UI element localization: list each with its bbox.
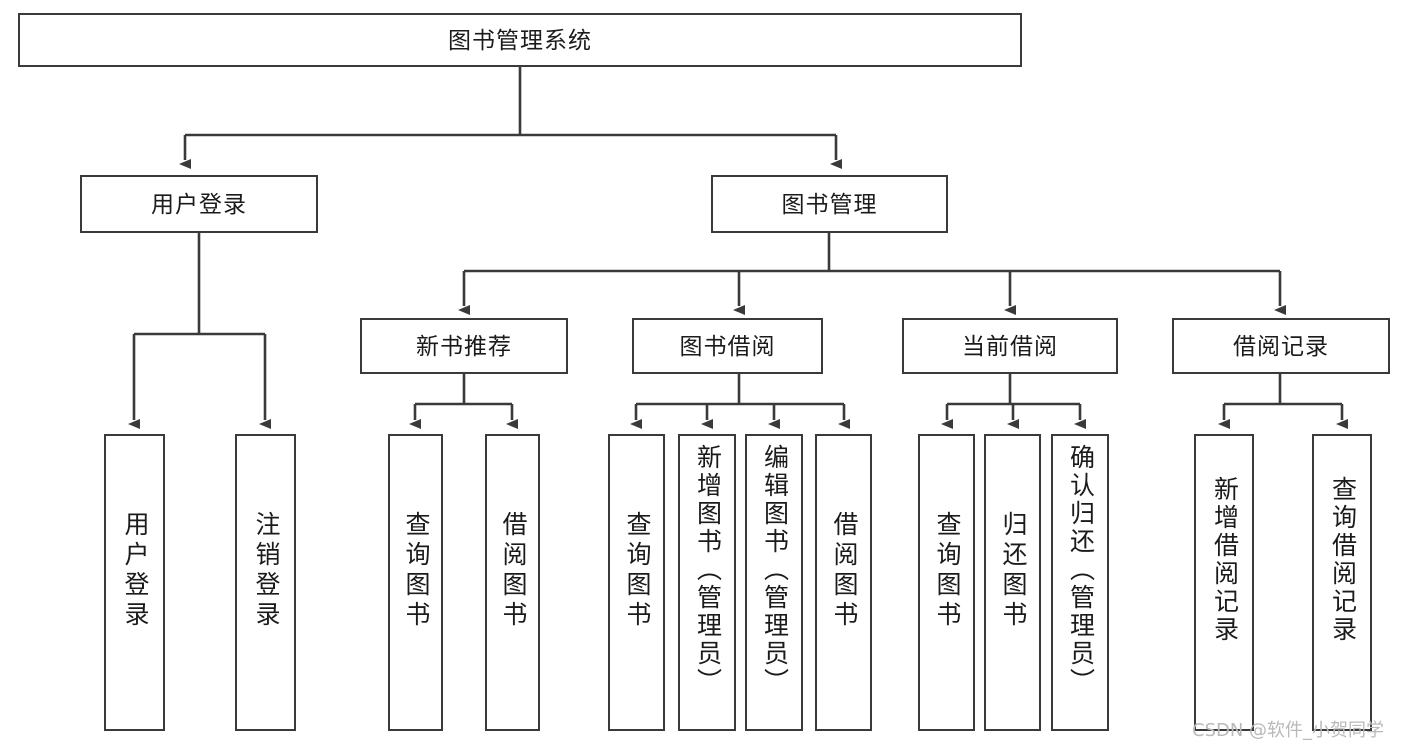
- leaf-user-login[interactable]: 用户登录: [104, 434, 165, 731]
- node-user-login-label: 用户登录: [151, 190, 247, 217]
- node-current-borrow-label: 当前借阅: [962, 332, 1058, 359]
- leaf-confirm-return[interactable]: 确认归还（管理员）: [1051, 434, 1109, 731]
- leaf-user-login-label: 用户登录: [121, 511, 149, 631]
- node-borrow-record[interactable]: 借阅记录: [1172, 318, 1390, 374]
- leaf-query-record-label: 查询借阅记录: [1328, 476, 1357, 644]
- node-book-borrow-label: 图书借阅: [679, 332, 776, 359]
- leaf-query-book-3-label: 查询图书: [933, 511, 961, 631]
- node-new-book-recommend-label: 新书推荐: [416, 332, 512, 359]
- leaf-borrow-book-1[interactable]: 借阅图书: [485, 434, 540, 731]
- leaf-confirm-return-label: 确认归还（管理员）: [1066, 444, 1095, 696]
- leaf-query-book-2-label: 查询图书: [623, 511, 651, 631]
- node-book-manage-label: 图书管理: [781, 190, 878, 217]
- leaf-query-book-1[interactable]: 查询图书: [388, 434, 443, 731]
- node-root-label: 图书管理系统: [448, 26, 592, 53]
- leaf-return-book-label: 归还图书: [999, 511, 1027, 631]
- leaf-query-book-1-label: 查询图书: [402, 511, 430, 631]
- leaf-query-record[interactable]: 查询借阅记录: [1312, 434, 1372, 731]
- leaf-borrow-book-2-label: 借阅图书: [830, 511, 858, 631]
- node-current-borrow[interactable]: 当前借阅: [902, 318, 1118, 374]
- leaf-add-book[interactable]: 新增图书（管理员）: [678, 434, 736, 731]
- leaf-return-book[interactable]: 归还图书: [984, 434, 1041, 731]
- leaf-query-book-3[interactable]: 查询图书: [918, 434, 975, 731]
- node-root[interactable]: 图书管理系统: [18, 13, 1022, 67]
- node-borrow-record-label: 借阅记录: [1233, 332, 1329, 359]
- leaf-user-logout-label: 注销登录: [252, 511, 280, 631]
- leaf-add-book-label: 新增图书（管理员）: [693, 444, 722, 696]
- leaf-add-record[interactable]: 新增借阅记录: [1194, 434, 1254, 731]
- leaf-edit-book-label: 编辑图书（管理员）: [760, 444, 789, 696]
- watermark: CSDN @软件_小贺同学: [1192, 720, 1385, 741]
- node-book-borrow[interactable]: 图书借阅: [632, 318, 823, 374]
- leaf-query-book-2[interactable]: 查询图书: [608, 434, 665, 731]
- node-book-manage[interactable]: 图书管理: [711, 175, 948, 233]
- node-user-login[interactable]: 用户登录: [80, 175, 318, 233]
- leaf-add-record-label: 新增借阅记录: [1210, 476, 1239, 644]
- leaf-borrow-book-1-label: 借阅图书: [499, 511, 527, 631]
- leaf-edit-book[interactable]: 编辑图书（管理员）: [745, 434, 803, 731]
- leaf-user-logout[interactable]: 注销登录: [235, 434, 296, 731]
- leaf-borrow-book-2[interactable]: 借阅图书: [815, 434, 872, 731]
- node-new-book-recommend[interactable]: 新书推荐: [360, 318, 568, 374]
